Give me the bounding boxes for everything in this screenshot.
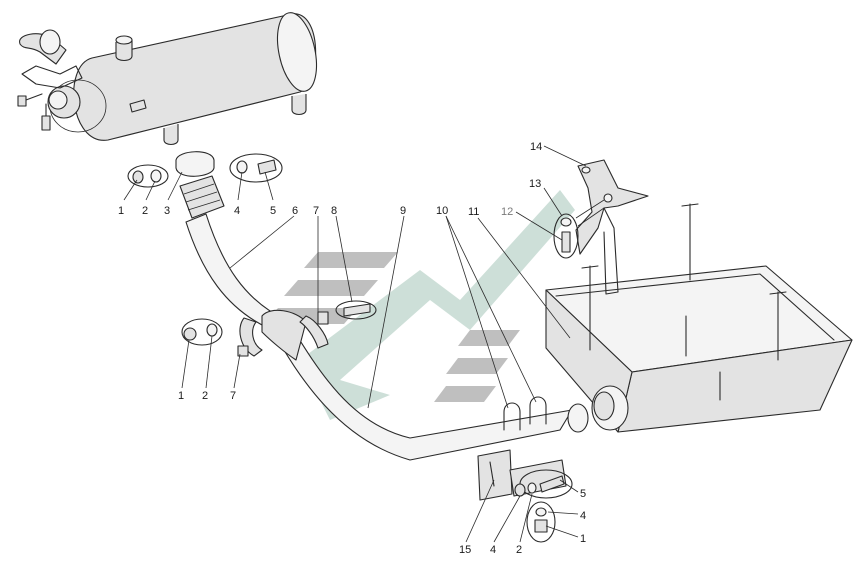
callout-11: 11 [468,206,479,218]
callout-4-top: 4 [234,205,240,217]
callout-3: 3 [164,205,170,217]
callout-9: 9 [400,205,406,217]
callout-6: 6 [292,205,298,217]
callout-5-top: 5 [270,205,276,217]
callout-10: 10 [436,205,448,217]
callout-2-mid: 2 [202,390,208,402]
callout-7-mid: 7 [230,390,236,402]
muffler [17,12,318,146]
callout-2-bottom: 2 [516,544,522,556]
air-filter-assembly [545,159,853,433]
fastener-groups [127,153,579,543]
callout-2-top: 2 [142,205,148,217]
callout-15: 15 [459,544,471,556]
callout-4-right: 4 [580,510,586,522]
callout-5-bottom: 5 [580,488,586,500]
callout-1-right: 1 [580,533,586,545]
leader-lines [123,145,605,543]
callout-4-bottom: 4 [490,544,496,556]
callout-14: 14 [530,141,542,153]
callout-7-top: 7 [313,205,319,217]
callout-labels: 1 2 3 4 5 6 7 8 9 10 11 12 13 14 1 2 7 5… [118,141,586,556]
callout-12: 12 [501,206,513,218]
callout-13: 13 [529,178,541,190]
callout-1-mid: 1 [178,390,184,402]
callout-1-top: 1 [118,205,124,217]
callout-8: 8 [331,205,337,217]
exhaust-pipe [175,151,589,501]
